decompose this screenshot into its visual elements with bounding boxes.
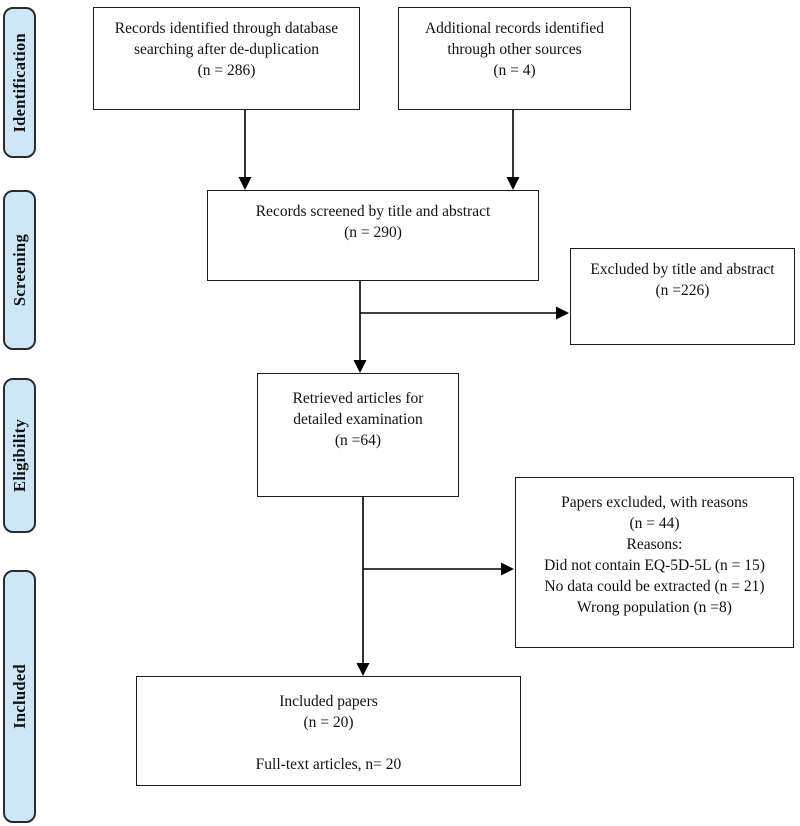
stage-included: Included [3, 570, 36, 823]
box-retrieved-articles: Retrieved articles for detailed examinat… [257, 373, 459, 497]
stage-identification-label: Identification [9, 32, 29, 133]
box-additional-records: Additional records identified through ot… [398, 7, 631, 110]
stage-eligibility: Eligibility [3, 378, 36, 533]
box-records-identified-database: Records identified through database sear… [93, 7, 360, 110]
stage-identification: Identification [3, 7, 36, 158]
box-excluded-title-abstract: Excluded by title and abstract (n =226) [570, 248, 795, 345]
box-additional-records-text: Additional records identified through ot… [424, 20, 605, 79]
box-included-papers-text: Included papers (n = 20) Full-text artic… [255, 693, 402, 773]
stage-screening-label: Screening [9, 233, 29, 307]
box-included-papers: Included papers (n = 20) Full-text artic… [136, 676, 521, 786]
stage-eligibility-label: Eligibility [9, 419, 29, 492]
box-records-screened-text: Records screened by title and abstract (… [255, 203, 491, 241]
stage-included-label: Included [9, 664, 29, 729]
stage-screening: Screening [3, 190, 36, 350]
box-records-identified-database-text: Records identified through database sear… [114, 20, 339, 79]
box-papers-excluded-text: Papers excluded, with reasons (n = 44) R… [544, 494, 765, 616]
box-papers-excluded: Papers excluded, with reasons (n = 44) R… [515, 477, 794, 648]
box-records-screened: Records screened by title and abstract (… [207, 190, 539, 281]
box-excluded-title-abstract-text: Excluded by title and abstract (n =226) [590, 261, 775, 299]
box-retrieved-articles-text: Retrieved articles for detailed examinat… [292, 390, 424, 449]
